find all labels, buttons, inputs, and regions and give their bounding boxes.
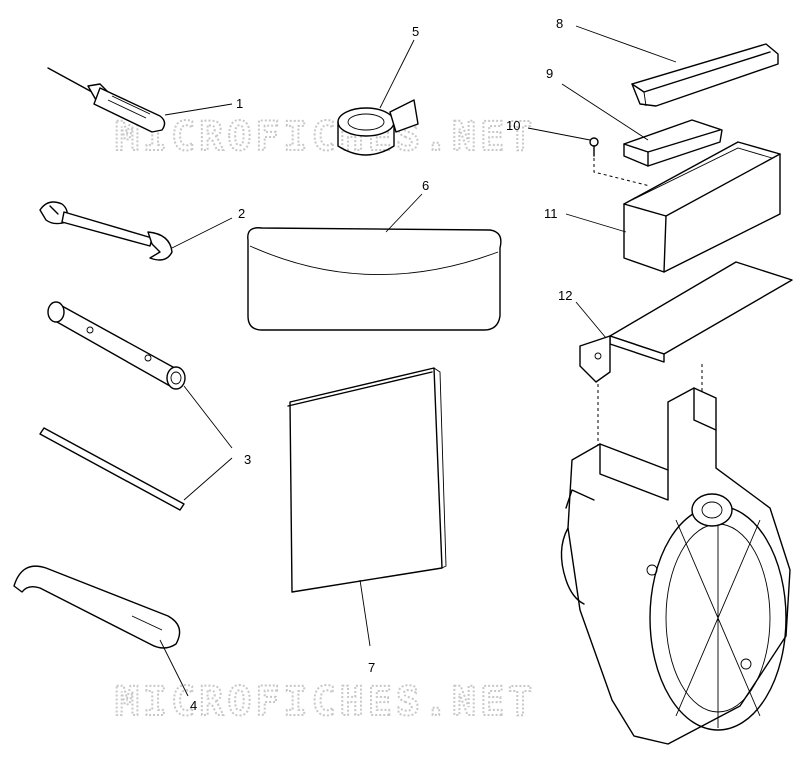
callout-11: 11 <box>544 206 558 221</box>
tool-box <box>623 141 781 273</box>
leader-3 <box>183 385 233 501</box>
screw-path <box>593 158 651 187</box>
leader-11 <box>565 213 627 233</box>
mounting-bracket <box>579 261 793 383</box>
leader-12 <box>575 301 607 339</box>
leader-7 <box>359 579 371 647</box>
callout-4: 4 <box>190 698 197 713</box>
owners-manual <box>287 367 447 593</box>
leader-5 <box>379 39 415 109</box>
callout-8: 8 <box>556 16 563 31</box>
screwdriver <box>47 67 166 133</box>
callout-12: 12 <box>558 288 572 303</box>
leader-1 <box>164 103 233 116</box>
callout-9: 9 <box>546 66 553 81</box>
tape-roll <box>337 99 419 156</box>
open-end-wrench <box>39 201 173 261</box>
callout-6: 6 <box>422 178 429 193</box>
leader-10 <box>527 127 591 141</box>
screw <box>589 137 599 157</box>
spanner-wrench <box>13 565 181 649</box>
watermark-top: MICROFICHES.NET <box>115 114 536 160</box>
leader-2 <box>171 217 233 249</box>
callout-3: 3 <box>244 452 251 467</box>
pad <box>623 119 723 167</box>
callout-10: 10 <box>506 118 520 133</box>
callout-7: 7 <box>368 660 375 675</box>
tool-pouch <box>247 227 502 331</box>
tommy-bar <box>39 427 185 511</box>
bracket-bolt-path <box>597 364 703 452</box>
leader-9 <box>561 83 649 141</box>
watermark-bottom: MICROFICHES.NET <box>115 679 536 725</box>
tool-box-lid <box>631 43 779 107</box>
recoil-housing <box>560 387 791 745</box>
callout-5: 5 <box>412 24 419 39</box>
tube-socket-wrench <box>47 301 186 390</box>
callout-1: 1 <box>236 96 243 111</box>
leader-4 <box>159 639 189 697</box>
leader-6 <box>385 193 423 233</box>
leader-8 <box>575 25 677 63</box>
callout-2: 2 <box>238 206 245 221</box>
